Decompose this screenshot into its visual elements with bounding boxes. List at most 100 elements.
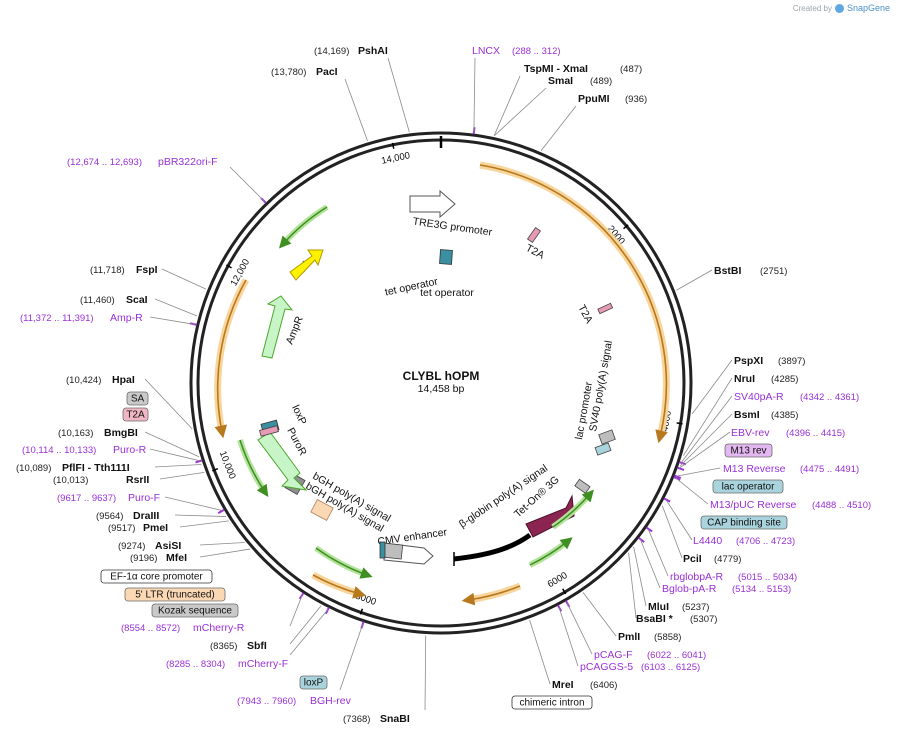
boxed-feature-label-8: loxP [304,678,324,689]
leader-line-17 [639,538,661,589]
lac-shape [594,442,612,456]
enzyme-mlui: MluI [648,601,669,613]
orange-arc-2 [461,585,521,606]
range-l4440: (4706 .. 4723) [736,536,795,547]
leader-line-16 [647,528,669,577]
boxed-feature-box-4 [700,515,788,530]
leader-line-39 [149,316,195,325]
primer-puro-r: Puro-R [113,444,147,456]
boxed-feature-2: M13 rev [724,443,773,458]
label-t2a-1: T2A [524,242,547,262]
tick-8000 [359,608,364,615]
coord-draiii: (9564) [96,511,123,522]
ampr-arrow [261,295,294,359]
leader-line-41 [161,268,207,290]
primer-mcherry-r: mCherry-R [193,622,245,634]
range-puro-f: (9617 .. 9637) [57,493,116,504]
range-bgh-rev: (7943 .. 7960) [237,696,296,707]
enzyme-snabi: SnaBI [380,713,410,725]
orange-arc-3 [312,574,367,599]
leader-line-35 [154,464,202,468]
primer-l4440: L4440 [693,535,722,547]
enzyme-rsrii: RsrII [126,474,149,486]
coord-pmei: (9517) [108,523,135,534]
leader-line-19 [628,552,637,619]
cmv-enhancer-arc [453,532,532,562]
tick-label-6000: 6000 [546,570,570,590]
primer-site-9 [638,536,645,543]
leader-line-11 [678,431,731,469]
tick-4000 [676,422,683,425]
range-ebv-rev: (4396 .. 4415) [786,428,845,439]
primer-site-8 [645,526,653,533]
coord-bstbi: (2751) [760,266,787,277]
primer-ebv-rev: EBV-rev [731,427,770,439]
boxed-feature-box-0 [126,391,149,406]
primer-mcherry-f: mCherry-F [238,658,288,670]
leader-line-24 [424,635,427,711]
bglob-shape [574,478,591,494]
label-t2a-2: T2A [575,303,595,326]
range-m13-puc-reverse: (4488 .. 4510) [812,500,871,511]
primer-bgh-rev: BGH-rev [310,695,352,707]
leader-line-6 [676,269,713,291]
leader-line-30 [199,542,245,546]
tick-2000 [623,224,629,230]
leader-line-2 [473,57,476,133]
green-arrow-1 [278,206,328,249]
boxed-feature-label-3: lac operator [722,482,775,493]
leader-line-37 [144,431,200,458]
range-sv40pa-r: (4342 .. 4361) [800,392,859,403]
range-rbglobpa-r: (5015 .. 5034) [738,572,797,583]
leader-line-4 [494,87,547,136]
enzyme-fspi: FspI [136,264,158,276]
label-puror: PuroR [284,426,309,458]
backbone-outer [189,131,693,635]
coord-paci: (13,780) [271,67,306,78]
boxed-feature-box-9 [511,695,593,710]
primer-m13-reverse: M13 Reverse [723,463,786,475]
label-tre3g-promoter: TRE3G promoter [412,216,493,239]
coord-nrui: (4285) [771,374,798,385]
boxed-feature-9: chimeric intron [511,695,593,710]
green-arrow-4 [529,537,573,566]
leader-line-14 [665,499,693,541]
leader-line-23 [529,619,551,685]
boxed-feature-box-1 [122,407,149,422]
tet-on-3g-arrow [525,494,575,538]
enzyme-smai: SmaI [548,75,573,87]
tet-operator-shape [439,249,453,265]
boxed-feature-label-9: chimeric intron [519,698,584,709]
coord-pspxi: (3897) [778,356,805,367]
enzyme-asisi: AsiSI [155,540,181,552]
orange-arcs [214,161,670,606]
enzyme-bmgbi: BmgBI [104,427,138,439]
orange-arc-4 [214,279,247,439]
boxed-feature-box-8 [299,675,328,690]
boxed-feature-3: lac operator [712,479,784,494]
coord-pcii: (4779) [714,554,741,565]
enzyme-hpai: HpaI [112,374,135,386]
tick-10000 [212,467,219,472]
boxed-feature-7: Kozak sequence [151,603,239,618]
tre3g-promoter-arrow [409,189,456,219]
leader-line-18 [633,546,647,607]
green-arrows [237,204,594,579]
label-tet-operator-2: tet operator [420,287,474,299]
enzyme-pflfi-tth111i: PflFI - Tth111I [62,462,130,474]
primer-puro-f: Puro-F [128,492,160,504]
boxed-feature-label-5: EF-1α core promoter [110,572,203,583]
tick-12000 [225,264,232,269]
t2a-shape-3 [259,425,279,437]
plasmid-name: CLYBL hOPM [403,369,480,383]
primer-amp-r: Amp-R [110,312,143,324]
leader-line-25 [339,623,364,691]
inner-shapes [257,189,616,566]
leader-line-12 [676,467,721,477]
primer-site-4 [676,466,685,471]
created-by-text: Created by [792,3,832,13]
green-arrow-2 [239,439,269,497]
boxed-feature-box-6 [124,587,226,602]
range-puro-r: (10,114 .. 10,133) [22,445,96,456]
t2a-shape-2 [597,302,614,315]
